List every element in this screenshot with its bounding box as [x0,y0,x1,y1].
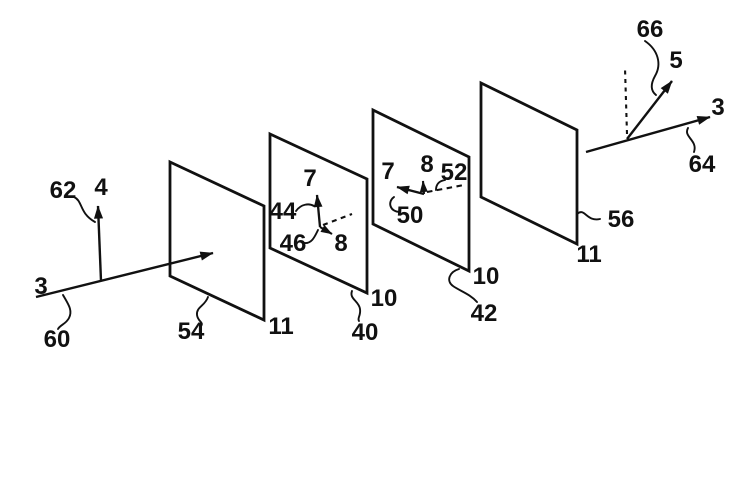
label-7-plate42: 7 [381,158,394,185]
leader-66 [644,40,660,96]
label-54: 54 [178,318,205,345]
output-dashed-reference [623,67,629,135]
label-7-plate40: 7 [303,165,316,192]
label-60: 60 [44,326,71,353]
label-62: 62 [50,177,77,204]
label-52: 52 [441,159,468,186]
label-40: 40 [352,319,379,346]
leader-46 [303,229,319,244]
label-5: 5 [669,47,682,74]
plate40-vertical-arrow [313,194,323,228]
plate42-horizontal-arrow [396,185,425,196]
input-ray-arrow [35,251,214,299]
label-50: 50 [397,202,424,229]
label-3-output: 3 [711,94,724,121]
label-3-input: 3 [34,273,47,300]
plate40-oblique-arrow [319,224,333,235]
label-10-plate40: 10 [371,285,398,312]
label-42: 42 [471,300,498,327]
label-46: 46 [280,230,307,257]
label-56: 56 [608,206,635,233]
label-64: 64 [689,151,716,178]
label-11-plate56: 11 [576,241,601,268]
plate-56 [479,80,579,247]
plate-42 [371,107,471,274]
output-ray-arrow [585,115,711,154]
leader-50 [389,196,401,213]
leader-42 [448,268,478,303]
leader-64 [686,127,696,153]
leader-40 [350,290,362,322]
label-8-plate40: 8 [334,230,347,257]
label-10-plate42: 10 [473,263,500,290]
label-11-plate54: 11 [268,313,293,340]
plate42-dashed-axis [426,183,465,194]
label-4: 4 [94,174,108,201]
label-8-plate42: 8 [420,151,433,178]
leader-52 [435,179,446,191]
output-rotated-arrow [626,80,673,140]
leader-44 [295,203,315,212]
input-polarization-arrow [93,205,104,282]
leader-60 [57,294,72,330]
leader-56 [576,211,601,221]
plate-54 [168,159,266,323]
label-66: 66 [637,16,664,43]
plate42-vertical-arrow [419,180,428,195]
leader-62 [73,196,96,223]
label-44: 44 [270,198,297,225]
leader-54 [196,296,209,327]
